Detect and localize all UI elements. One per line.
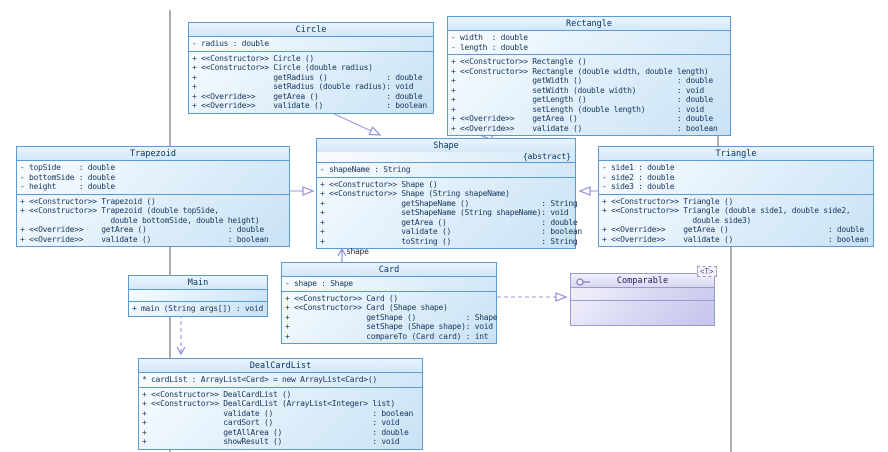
method-row: + getShape () : Shape xyxy=(285,312,498,322)
class-main[interactable]: Main + main (String args[]) : void xyxy=(128,275,268,317)
method-row: + <<Constructor>> DealCardList (ArrayLis… xyxy=(142,399,395,408)
interface-lollipop-icon xyxy=(576,278,590,286)
class-title: Triangle xyxy=(599,147,873,160)
class-dealcardlist[interactable]: DealCardList * cardList : ArrayList<Card… xyxy=(138,358,423,450)
method-row: + compareTo (Card card) : int xyxy=(285,331,489,341)
attribute-row: - shapeName : String xyxy=(320,165,411,174)
method-row: + getRadius () : double xyxy=(192,72,423,82)
attributes-compartment: - shapeName : String xyxy=(317,162,575,177)
method-row: + setShape (Shape shape): void xyxy=(285,322,493,331)
methods-compartment: + <<Constructor>> Trapezoid ()+ <<Constr… xyxy=(17,193,289,247)
method-row: + <<Constructor>> Triangle (double side1… xyxy=(602,206,851,215)
method-row: double bottomSide, double height) xyxy=(20,215,260,225)
method-row: + main (String args[]) : void xyxy=(132,304,263,313)
method-row: + <<Override>> validate () : boolean xyxy=(602,234,869,244)
attribute-row: - side2 : double xyxy=(602,172,675,182)
class-card[interactable]: Card - shape : Shape + <<Constructor>> C… xyxy=(281,262,498,344)
class-title: Card xyxy=(282,263,496,276)
edge-generalization-circle-shape[interactable] xyxy=(329,111,382,136)
attribute-row: - radius : double xyxy=(192,39,269,48)
attributes-compartment: * cardList : ArrayList<Card> = new Array… xyxy=(139,372,422,387)
methods-compartment xyxy=(571,300,714,325)
attributes-compartment: - radius : double xyxy=(189,36,433,51)
method-row: + <<Constructor>> Shape (String shapeNam… xyxy=(320,189,510,198)
attribute-row: - topSide : double xyxy=(20,163,115,172)
method-row: + setRadius (double radius): void xyxy=(192,82,414,91)
method-row: double side3) xyxy=(602,215,752,225)
method-row: + <<Constructor>> Rectangle (double widt… xyxy=(451,66,709,76)
method-row: + <<Constructor>> Card () xyxy=(285,293,398,303)
class-title: Main xyxy=(129,276,267,289)
association-role-label: shape xyxy=(346,247,369,256)
attributes-compartment: - topSide : double- bottomSide : double-… xyxy=(17,160,289,194)
attribute-row: - length : double xyxy=(451,42,528,52)
interface-name: Comparable xyxy=(616,276,669,286)
methods-compartment: + <<Constructor>> DealCardList ()+ <<Con… xyxy=(139,386,422,449)
attributes-compartment xyxy=(129,289,267,301)
method-row: + <<Override>> validate () : boolean xyxy=(451,123,718,133)
class-title: Comparable xyxy=(571,274,714,287)
attribute-row: - shape : Shape xyxy=(285,279,353,288)
method-row: + <<Constructor>> Circle () xyxy=(192,53,314,63)
method-row: + setShapeName (String shapeName): void xyxy=(320,208,569,217)
methods-compartment: + <<Constructor>> Card ()+ <<Constructor… xyxy=(282,290,498,344)
method-row: + getShapeName () : String xyxy=(320,198,578,208)
method-row: + getLength () : double xyxy=(451,95,713,104)
attributes-compartment: - shape : Shape xyxy=(282,276,496,291)
method-row: + getArea () : double xyxy=(320,217,578,227)
class-triangle[interactable]: Triangle - side1 : double- side2 : doubl… xyxy=(598,146,874,247)
attribute-row: - height : double xyxy=(20,182,115,191)
attribute-row: - side3 : double xyxy=(602,182,675,191)
method-row: + setLength (double length) : void xyxy=(451,104,704,114)
method-row: + toString () : String xyxy=(320,236,578,246)
attributes-compartment xyxy=(571,287,714,300)
method-row: + validate () : boolean xyxy=(142,408,413,418)
method-row: + <<Override>> getArea () : double xyxy=(192,91,423,101)
class-circle[interactable]: Circle - radius : double + <<Constructor… xyxy=(188,22,434,114)
method-row: + <<Override>> getArea () : double xyxy=(602,225,864,234)
attributes-compartment: - width : double- length : double xyxy=(448,30,730,54)
attribute-row: * cardList : ArrayList<Card> = new Array… xyxy=(142,375,377,384)
method-row: + <<Constructor>> Card (Shape shape) xyxy=(285,303,448,312)
method-row: + cardSort () : void xyxy=(142,418,400,427)
method-row: + <<Override>> validate () : boolean xyxy=(20,234,269,244)
methods-compartment: + <<Constructor>> Rectangle ()+ <<Constr… xyxy=(448,54,730,135)
method-row: + setWidth (double width) : void xyxy=(451,85,704,95)
template-parameter-tag: <T> xyxy=(697,266,717,277)
method-row: + <<Constructor>> DealCardList () xyxy=(142,389,292,399)
abstract-tag: {abstract} xyxy=(522,152,571,161)
class-rectangle[interactable]: Rectangle - width : double- length : dou… xyxy=(447,16,731,136)
class-shape[interactable]: Shape {abstract} - shapeName : String + … xyxy=(316,138,582,249)
attributes-compartment: - side1 : double- side2 : double- side3 … xyxy=(599,160,873,194)
method-row: + <<Override>> validate () : boolean xyxy=(192,101,427,110)
class-title: Circle xyxy=(189,23,433,36)
methods-compartment: + main (String args[]) : void xyxy=(129,301,267,316)
method-row: + <<Override>> getArea () : double xyxy=(20,225,264,234)
method-row: + <<Override>> getArea () : double xyxy=(451,114,713,123)
attribute-row: - bottomSide : double xyxy=(20,172,115,182)
methods-compartment: + <<Constructor>> Circle ()+ <<Construct… xyxy=(189,50,433,113)
attribute-row: - width : double xyxy=(451,33,528,42)
method-row: + <<Constructor>> Trapezoid (double topS… xyxy=(20,206,219,215)
methods-compartment: + <<Constructor>> Shape ()+ <<Constructo… xyxy=(317,176,582,249)
class-title: Trapezoid xyxy=(17,147,289,160)
method-row: + <<Constructor>> Circle (double radius) xyxy=(192,63,373,72)
class-trapezoid[interactable]: Trapezoid - topSide : double- bottomSide… xyxy=(16,146,290,247)
class-title: DealCardList xyxy=(139,359,422,372)
method-row: + showResult () : void xyxy=(142,437,400,446)
method-row: + getAllArea () : double xyxy=(142,427,409,437)
attribute-row: - side1 : double xyxy=(602,163,675,172)
method-row: + <<Constructor>> Shape () xyxy=(320,179,438,189)
method-row: + <<Constructor>> Rectangle () xyxy=(451,57,587,66)
method-row: + <<Constructor>> Triangle () xyxy=(602,196,733,206)
method-row: + <<Constructor>> Trapezoid () xyxy=(20,196,156,206)
interface-comparable[interactable]: Comparable xyxy=(570,273,715,326)
method-row: + getWidth () : double xyxy=(451,76,713,85)
method-row: + validate () : boolean xyxy=(320,227,582,236)
class-title: Shape xyxy=(317,139,575,152)
class-title: Rectangle xyxy=(448,17,730,30)
methods-compartment: + <<Constructor>> Triangle ()+ <<Constru… xyxy=(599,193,873,247)
